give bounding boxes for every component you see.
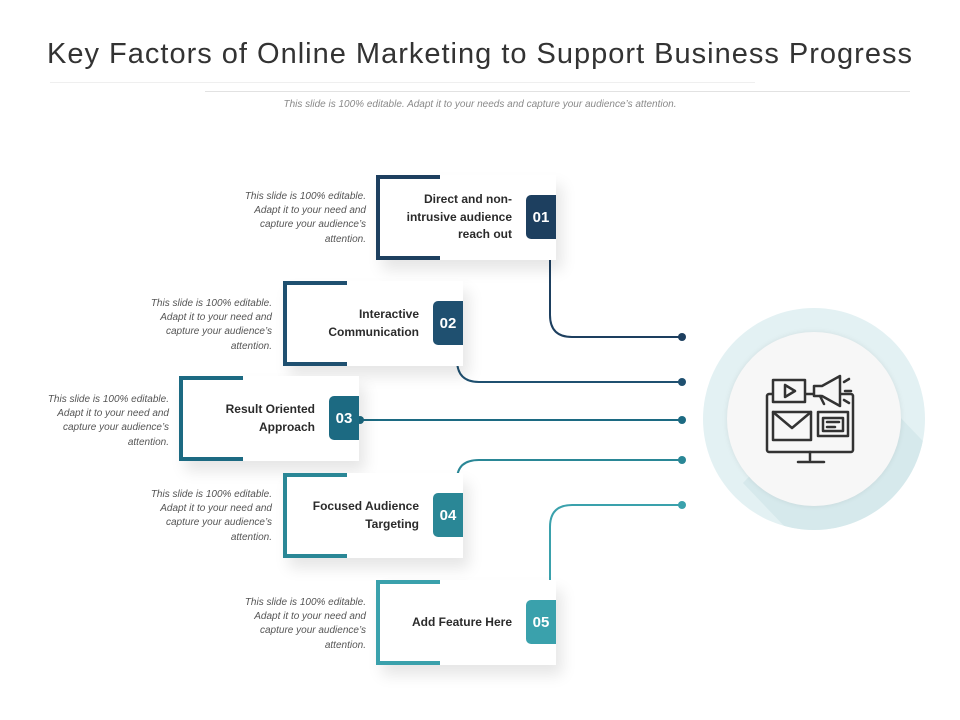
connector-02	[456, 359, 682, 383]
card-accent	[376, 175, 380, 260]
factor-number-badge: 04	[433, 493, 463, 537]
slide-title: Key Factors of Online Marketing to Suppo…	[47, 38, 913, 70]
factor-label: Result Oriented Approach	[225, 402, 315, 434]
card-accent	[283, 473, 287, 558]
factor-number-badge: 03	[329, 396, 359, 440]
card-accent	[283, 362, 347, 366]
card-accent	[376, 661, 440, 665]
connector-dot	[678, 416, 686, 424]
card-accent	[179, 376, 243, 380]
card-accent	[179, 376, 183, 461]
factor-number-badge: 01	[526, 195, 556, 239]
factor-card-04: Focused Audience Targeting 04	[283, 473, 463, 558]
card-accent	[376, 580, 440, 584]
connector-dot	[678, 378, 686, 386]
factor-card-03: Result Oriented Approach 03	[179, 376, 359, 461]
factor-card-01: Direct and non-intrusive audience reach …	[376, 175, 556, 260]
factor-card-02: Interactive Communication 02	[283, 281, 463, 366]
connector-dot	[678, 333, 686, 341]
card-accent	[283, 281, 287, 366]
card-accent	[376, 256, 440, 260]
factor-label: Add Feature Here	[411, 614, 512, 629]
connector-05	[549, 504, 682, 590]
connector-04	[456, 459, 682, 481]
factor-label: Interactive Communication	[328, 307, 419, 339]
center-circle	[727, 332, 901, 506]
factor-description: This slide is 100% editable. Adapt it to…	[244, 191, 366, 245]
card-accent	[283, 473, 347, 477]
factor-description: This slide is 100% editable. Adapt it to…	[244, 597, 366, 651]
factor-number-badge: 02	[433, 301, 463, 345]
card-accent	[283, 554, 347, 558]
connector-01	[549, 252, 682, 338]
factor-label: Direct and non-intrusive audience reach …	[406, 192, 512, 242]
digital-marketing-monitor-icon	[762, 372, 862, 472]
card-accent	[283, 281, 347, 285]
slide-subtitle: This slide is 100% editable. Adapt it to…	[283, 99, 677, 110]
card-accent	[376, 175, 440, 179]
factor-number-badge: 05	[526, 600, 556, 644]
title-divider-light	[50, 82, 755, 83]
connector-dot	[678, 501, 686, 509]
title-divider	[205, 91, 910, 92]
factor-description: This slide is 100% editable. Adapt it to…	[150, 298, 272, 352]
factor-description: This slide is 100% editable. Adapt it to…	[150, 489, 272, 543]
card-accent	[179, 457, 243, 461]
connector-dot	[678, 456, 686, 464]
factor-description: This slide is 100% editable. Adapt it to…	[47, 394, 169, 448]
card-accent	[376, 580, 380, 665]
factor-card-05: Add Feature Here 05	[376, 580, 556, 665]
factor-label: Focused Audience Targeting	[312, 499, 419, 531]
